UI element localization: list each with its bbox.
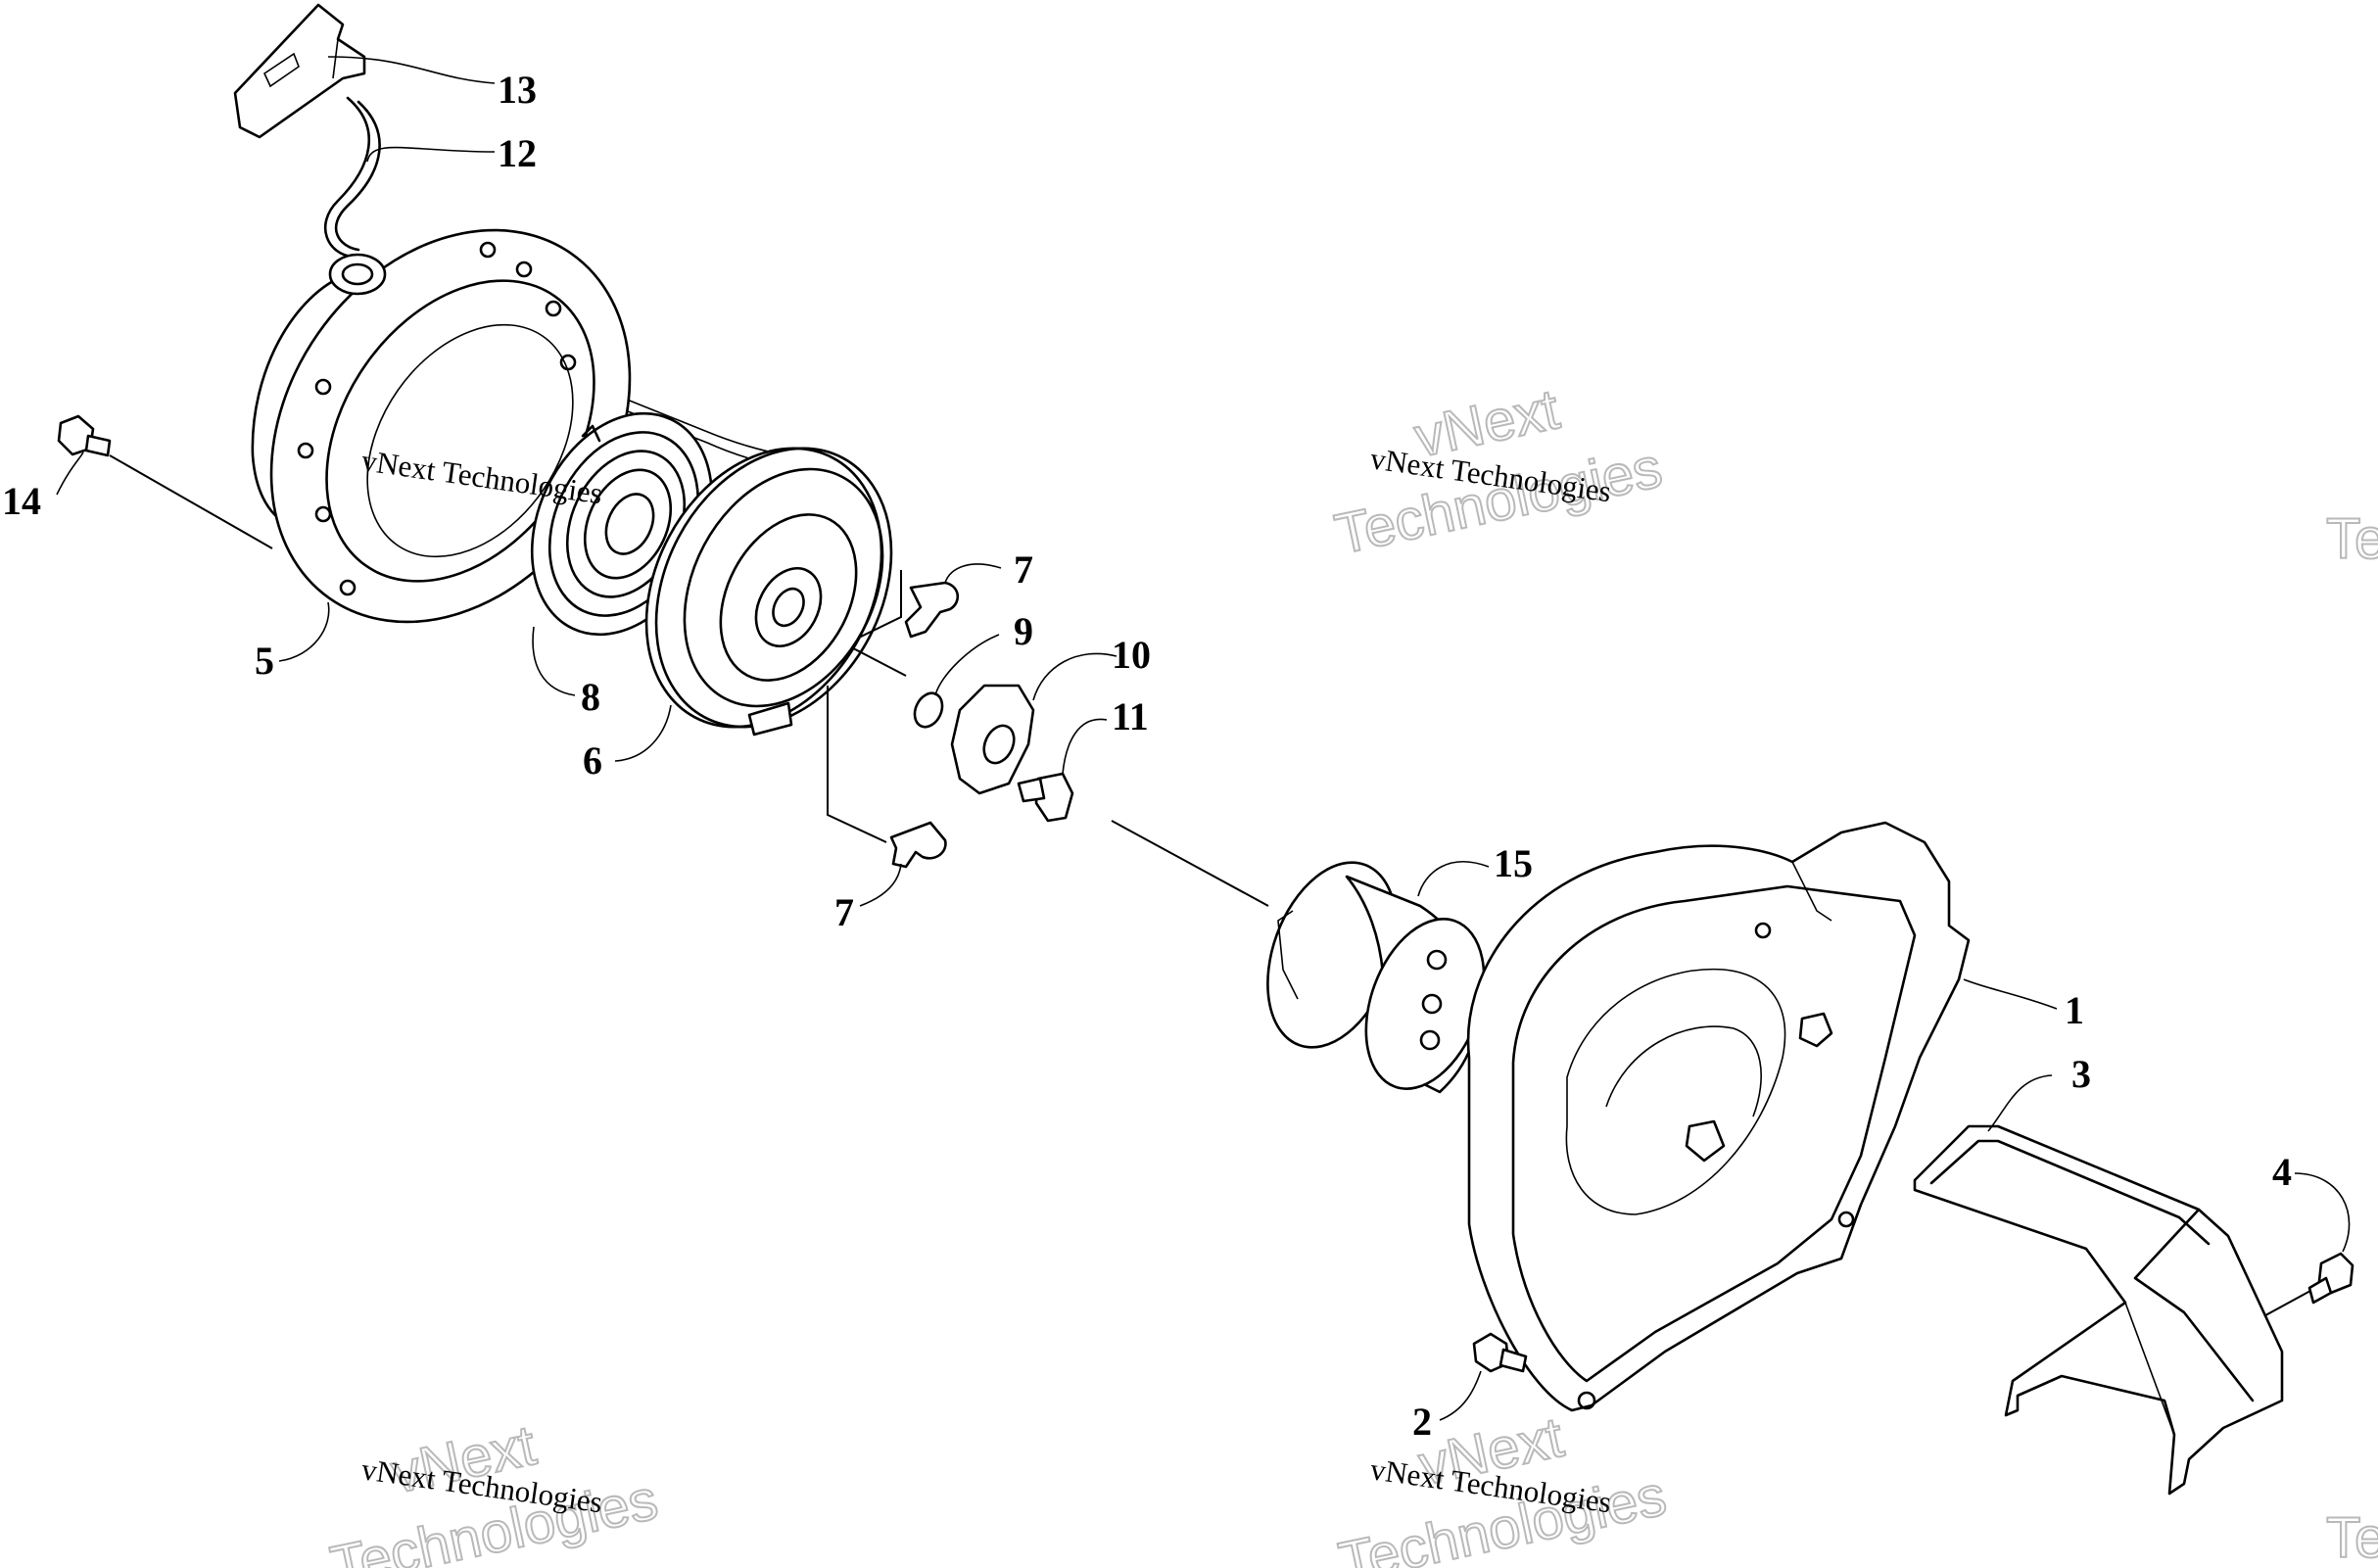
callout-14: 14	[2, 479, 41, 523]
housing-bolt-holes	[297, 241, 577, 596]
part-13-starter-handle	[233, 3, 366, 139]
callout-2: 2	[1412, 1400, 1432, 1444]
part-3-deflector	[1913, 1124, 2284, 1496]
watermark-edge-top: Te	[2326, 507, 2378, 571]
callout-leaders	[56, 56, 2351, 1421]
callout-7-upper: 7	[1014, 547, 1033, 592]
callout-4: 4	[2272, 1150, 2292, 1194]
part-6-rope-reel	[644, 447, 893, 736]
part-7-pawl-lower	[889, 821, 947, 869]
part-9-washer	[913, 691, 944, 729]
callout-12: 12	[498, 131, 537, 175]
callout-6: 6	[583, 738, 602, 783]
callout-labels: 1 2 3 4 5 6 7 7 8 9 10 11 12 13 14 15	[2, 68, 2292, 1444]
part-10-friction-plate	[950, 684, 1035, 795]
part-1-blower-housing	[1466, 821, 1971, 1412]
callout-8: 8	[581, 675, 600, 719]
callout-7-lower: 7	[834, 890, 854, 934]
callout-1: 1	[2065, 988, 2084, 1032]
callout-3: 3	[2071, 1052, 2091, 1096]
callout-9: 9	[1014, 609, 1033, 653]
part-7-pawl-upper	[904, 581, 959, 639]
callout-11: 11	[1112, 694, 1149, 738]
part-4-bolt	[2307, 1252, 2354, 1305]
callout-10: 10	[1112, 633, 1151, 677]
axis-lines	[109, 454, 2322, 1382]
callout-5: 5	[255, 639, 274, 683]
part-11-screw	[1017, 772, 1074, 823]
watermark-edge-bottom: Te	[2326, 1506, 2378, 1568]
part-14-bolt	[57, 414, 112, 457]
callout-13: 13	[498, 68, 537, 112]
part-15-starter-cup	[1266, 861, 1486, 1094]
callout-15: 15	[1494, 841, 1533, 885]
part-2-bolt	[1472, 1332, 1528, 1373]
